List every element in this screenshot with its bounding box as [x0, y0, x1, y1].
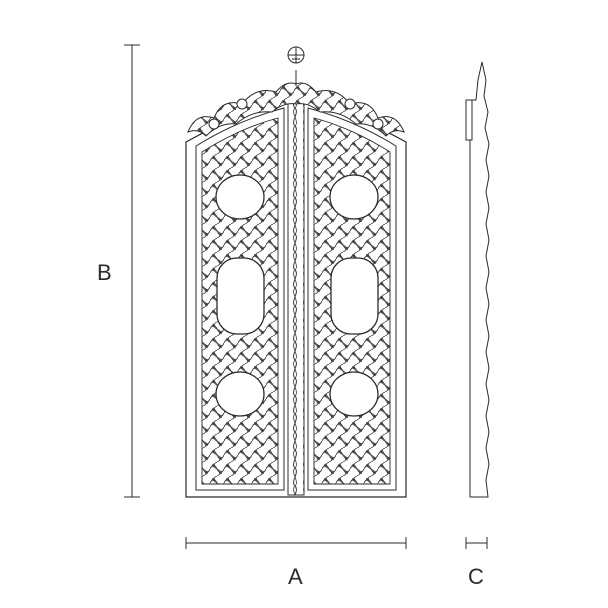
right-door-leaf — [307, 107, 397, 491]
door-side-profile — [465, 61, 490, 498]
height-dimension — [124, 44, 140, 498]
height-label: B — [97, 260, 112, 285]
crest-ornament — [187, 82, 405, 137]
cross-icon — [287, 46, 305, 86]
door-front-view — [185, 46, 407, 498]
right-bottom-oval-opening — [329, 371, 379, 417]
width-dimension — [185, 537, 407, 549]
left-door-leaf — [195, 107, 285, 491]
depth-dimension — [465, 537, 488, 549]
width-label: A — [288, 564, 303, 589]
right-top-oval-opening — [329, 174, 379, 220]
left-top-oval-opening — [215, 174, 265, 220]
left-bottom-oval-opening — [215, 371, 265, 417]
depth-label: C — [468, 564, 484, 589]
left-middle-oval-opening — [216, 257, 265, 335]
center-mullion — [287, 91, 305, 496]
right-middle-oval-opening — [330, 257, 379, 335]
